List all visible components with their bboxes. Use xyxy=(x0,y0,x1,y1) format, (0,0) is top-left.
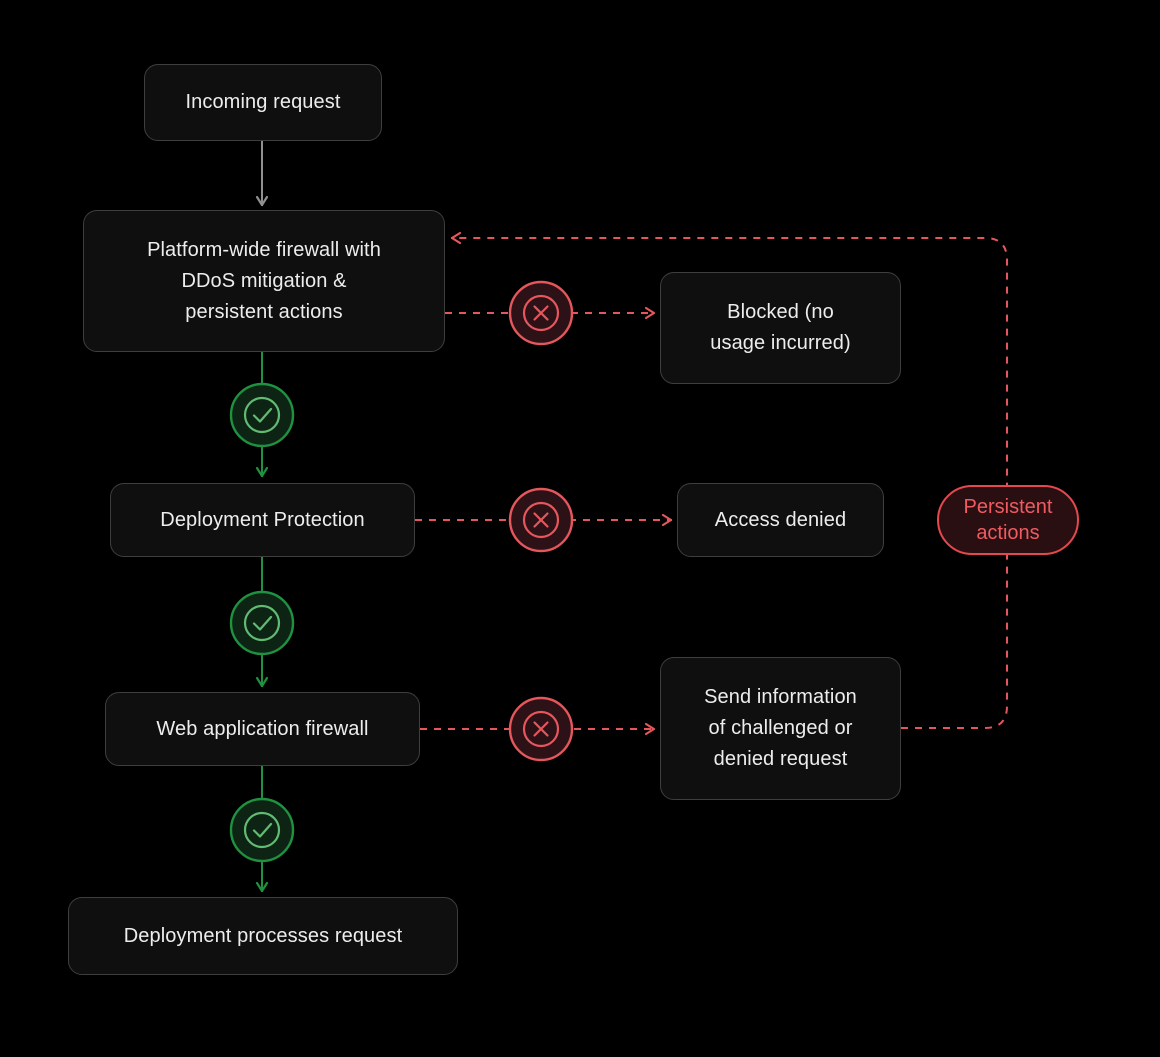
check-circle-icon xyxy=(229,797,295,863)
x-circle-icon xyxy=(508,280,574,346)
node-blocked: Blocked (no usage incurred) xyxy=(660,272,901,384)
connector-send-info-loop-to-firewall xyxy=(450,231,1008,729)
node-deployment-protection: Deployment Protection xyxy=(110,483,415,557)
node-send-information: Send information of challenged or denied… xyxy=(660,657,901,800)
check-circle-icon xyxy=(229,382,295,448)
persistent-actions-badge: Persistent actions xyxy=(937,485,1079,555)
node-access-denied: Access denied xyxy=(677,483,884,557)
node-incoming-request: Incoming request xyxy=(144,64,382,141)
x-circle-icon xyxy=(508,487,574,553)
node-platform-firewall: Platform-wide firewall with DDoS mitigat… xyxy=(83,210,445,352)
node-web-application-firewall: Web application firewall xyxy=(105,692,420,766)
node-deployment-processes-request: Deployment processes request xyxy=(68,897,458,975)
check-circle-icon xyxy=(229,590,295,656)
x-circle-icon xyxy=(508,696,574,762)
